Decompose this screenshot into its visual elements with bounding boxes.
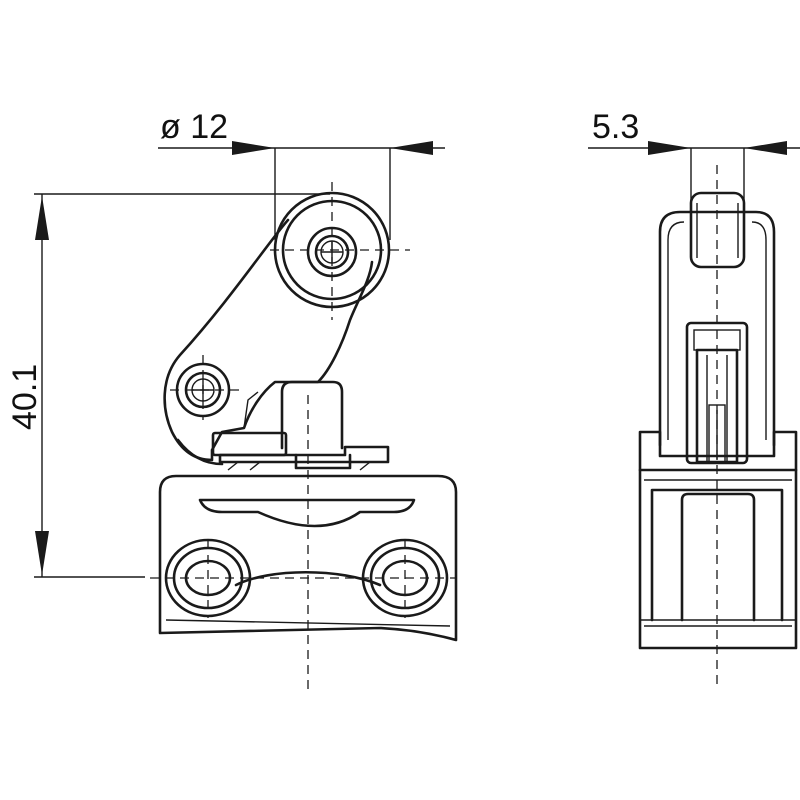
diameter-dimension: ø 12 [158,108,445,240]
actuator-base [211,431,390,471]
side-lever [658,210,776,447]
plunger [280,380,344,450]
front-view: ø 12 40.1 [6,108,458,690]
side-roller [689,191,746,269]
lever-arm [163,218,374,466]
side-view: 5.3 [588,108,800,690]
width-dimension: 5.3 [588,108,800,200]
height-dimension: 40.1 [6,193,330,578]
width-label: 5.3 [592,108,639,146]
height-label: 40.1 [6,364,44,430]
diameter-label: ø 12 [160,108,228,146]
front-center-lines [150,182,455,690]
side-housing [638,430,798,650]
